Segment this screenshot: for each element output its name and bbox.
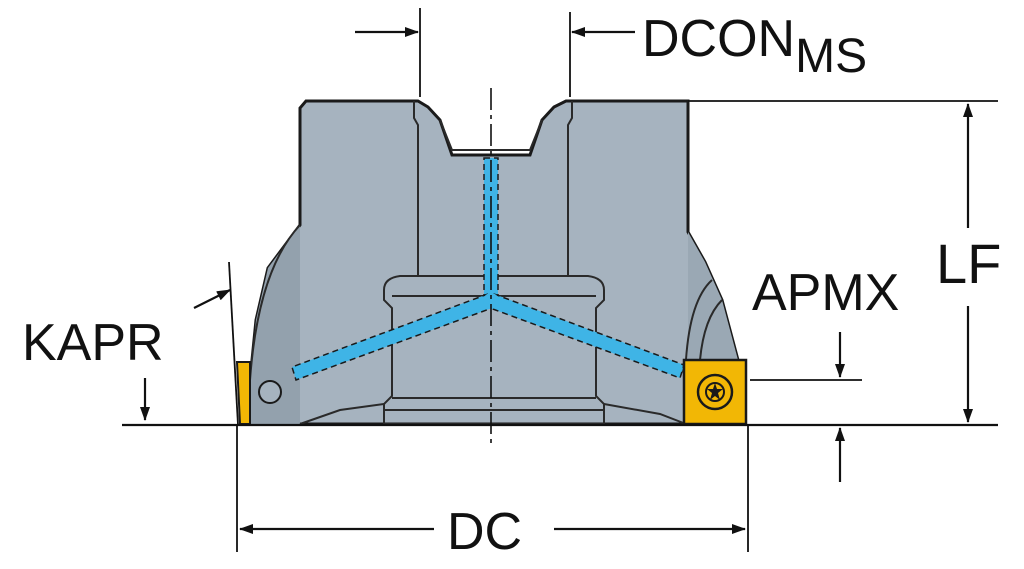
- coolant-left: [291, 293, 493, 381]
- keyway-left-edge: [413, 101, 419, 275]
- keyway-right-edge: [567, 101, 573, 275]
- dimension-labels: DCONMS LF APMX KAPR DC: [22, 10, 1001, 561]
- lf-label: LF: [936, 232, 1001, 295]
- kapr-arrow: [193, 289, 231, 309]
- left-pocket-curve: [249, 224, 301, 381]
- dcon-label-sub: MS: [795, 30, 867, 83]
- keyway-slot: [439, 119, 543, 151]
- right-pocket-curve: [681, 279, 713, 373]
- kapr-label: KAPR: [22, 314, 164, 372]
- left-insert: [235, 361, 251, 425]
- coolant-channels: [258, 157, 685, 404]
- coolant-outlet-icon: [258, 380, 282, 404]
- inserts: [235, 358, 748, 426]
- cutter-body-shade: [250, 225, 300, 424]
- right-pocket-inner: [699, 299, 723, 361]
- torx-screw-icon: [696, 373, 734, 411]
- apmx-label: APMX: [752, 264, 899, 322]
- dcon-label-main: DCON: [642, 10, 795, 68]
- lower-face-edge: [299, 403, 385, 425]
- kapr-angle-line: [228, 261, 239, 426]
- coolant-junction: [483, 293, 499, 309]
- lower-face-edge-right: [603, 403, 687, 425]
- dcon-label: DCONMS: [642, 10, 867, 83]
- dimension-lines: [122, 8, 998, 552]
- dc-label: DC: [447, 503, 522, 561]
